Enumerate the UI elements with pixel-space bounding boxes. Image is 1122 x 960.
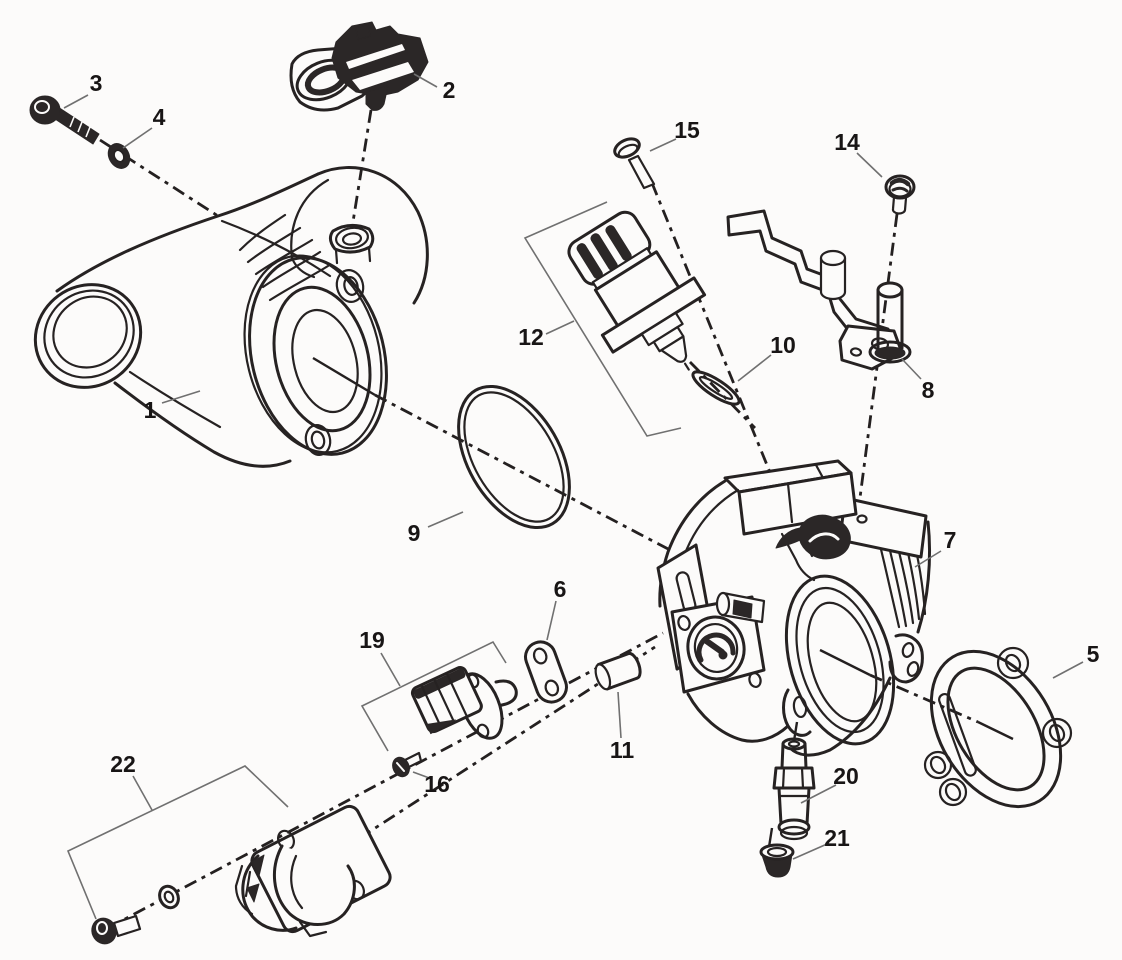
callout-number-12: 12	[518, 324, 544, 350]
callout-leader-15	[649, 138, 677, 152]
callout-number-8: 8	[922, 377, 935, 403]
callout-leader-3	[63, 94, 89, 109]
callout-number-1: 1	[144, 397, 157, 423]
axis-dowel-pin	[334, 645, 656, 856]
callout-leader-19	[380, 652, 401, 687]
callout-leader-4	[122, 127, 153, 149]
part-washer-illustration	[107, 143, 131, 169]
part-sensor-gasket-illustration	[524, 640, 568, 704]
callout-leader-8	[901, 358, 922, 380]
callout-number-4: 4	[153, 104, 166, 130]
callout-leader-7	[914, 550, 942, 568]
callout-number-22: 22	[110, 751, 136, 777]
callout-number-9: 9	[408, 520, 421, 546]
part-tps-sensor-illustration	[410, 666, 518, 740]
callout-leader-9	[427, 511, 464, 528]
callout-leader-6	[546, 600, 557, 641]
axis-gasket5-tick-b	[977, 720, 1014, 741]
callout-leader-5	[1052, 661, 1084, 679]
callout-number-10: 10	[770, 332, 796, 358]
part-o-ring-small-illustration	[691, 370, 741, 406]
part-bolt-illustration	[29, 95, 100, 145]
part-throttle-body-illustration	[656, 459, 932, 757]
axis-bolt3-to-manifold	[99, 138, 219, 218]
part-screw14-illustration	[884, 174, 916, 215]
callout-leader-14	[856, 152, 883, 178]
part-intake-manifold-illustration	[33, 166, 429, 468]
callout-leader-11	[617, 691, 622, 739]
axis-gasket5	[869, 673, 979, 724]
callout-number-6: 6	[554, 576, 567, 602]
part-iac-valve-illustration	[567, 210, 707, 371]
callout-number-2: 2	[443, 77, 456, 103]
callout-bracket-19	[360, 640, 507, 752]
callout-number-15: 15	[674, 117, 700, 143]
part-dowel-pin-illustration	[594, 651, 642, 691]
callout-number-21: 21	[824, 825, 850, 851]
part-flange-gasket-illustration	[923, 646, 1073, 809]
callout-leader-16	[412, 771, 433, 780]
callout-leader-20	[800, 784, 837, 804]
axis-tps-assembly	[107, 631, 664, 930]
callout-number-3: 3	[90, 70, 103, 96]
part-map-sensor-illustration	[289, 21, 429, 112]
axis-manifold-to-throttle-body	[374, 393, 671, 552]
part-cable-bracket-illustration	[91, 804, 392, 945]
callout-leader-22	[132, 775, 153, 811]
part-cap-illustration	[759, 843, 795, 878]
callout-leader-2	[413, 73, 438, 88]
part-fuel-fitting-illustration	[772, 737, 816, 841]
callout-bracket-12	[523, 201, 682, 437]
part-o-ring-large-illustration	[457, 384, 571, 530]
callout-number-19: 19	[359, 627, 385, 653]
callout-leader-1	[161, 390, 201, 404]
callout-leader-12	[545, 320, 575, 335]
axis-manifold-center-tick	[312, 356, 376, 397]
callout-leader-21	[792, 843, 828, 860]
callout-bracket-22	[66, 765, 289, 920]
callout-number-16: 16	[424, 771, 450, 797]
part-screw16-illustration	[392, 751, 423, 778]
callout-number-20: 20	[833, 763, 859, 789]
axis-gasket5-tick-a	[819, 648, 871, 677]
callout-leader-10	[737, 354, 772, 382]
callout-number-14: 14	[834, 129, 860, 155]
callout-number-7: 7	[944, 527, 957, 553]
callout-number-11: 11	[610, 737, 635, 763]
part-support-bracket-illustration	[726, 209, 912, 371]
callout-number-5: 5	[1087, 641, 1100, 667]
part-screw15-illustration	[613, 137, 656, 190]
axis-screw15	[650, 182, 780, 493]
axis-iac-valve	[689, 361, 756, 429]
